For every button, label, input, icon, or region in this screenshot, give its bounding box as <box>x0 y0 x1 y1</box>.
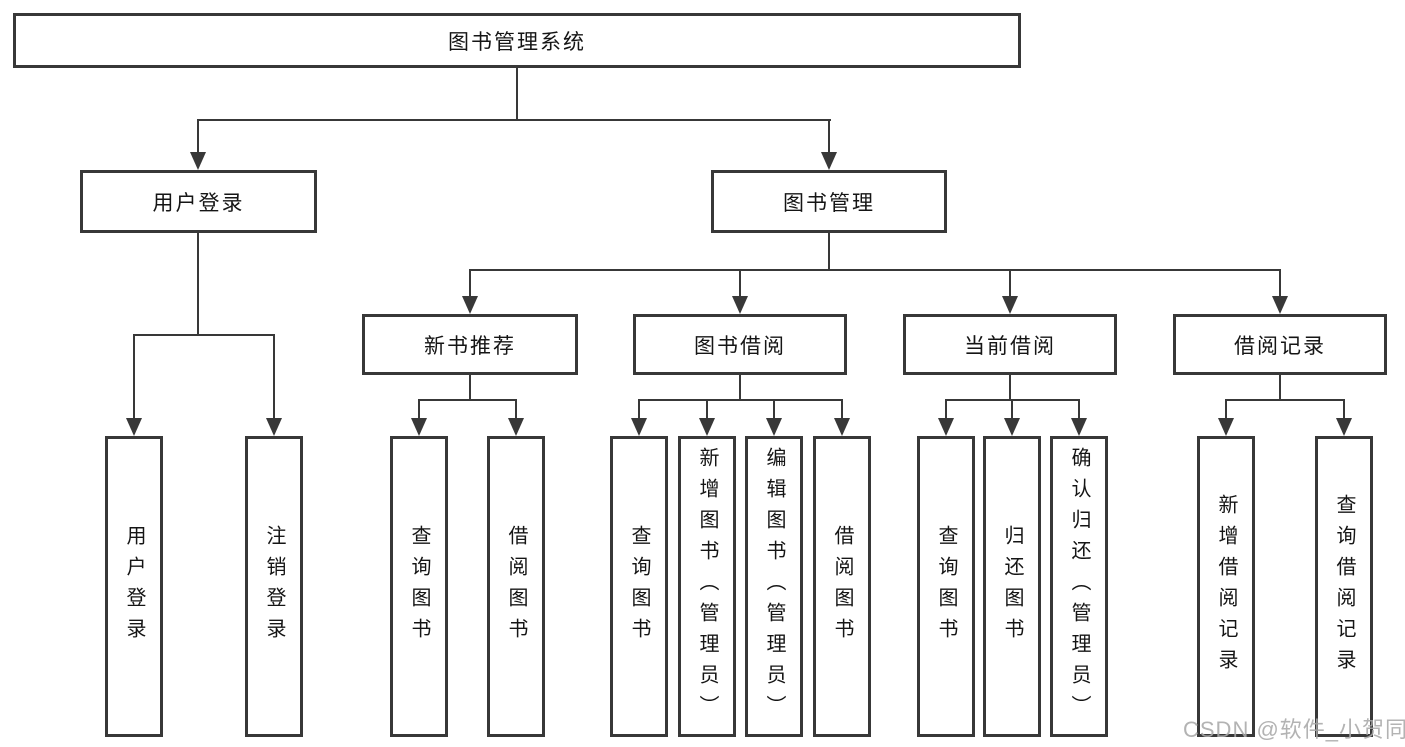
connector-leaf <box>841 400 843 434</box>
arrow-down-icon <box>1272 296 1288 314</box>
node-book-management: 图书管理 <box>711 170 947 233</box>
leaf-label: 注销登录 <box>263 524 285 649</box>
leaf-query-books-recommend: 查询图书 <box>390 436 448 737</box>
leaf-query-books-current: 查询图书 <box>917 436 975 737</box>
connector-leaf <box>638 400 640 434</box>
node-new-book-recommend: 新书推荐 <box>362 314 578 375</box>
connector-to-book-management <box>828 120 830 154</box>
arrow-down-icon <box>508 418 524 436</box>
arrow-down-icon <box>1004 418 1020 436</box>
leaf-label: 新增图书（管理员） <box>696 447 718 726</box>
arrow-down-icon <box>834 418 850 436</box>
connector-root-hbar <box>197 119 831 121</box>
leaf-borrow-books: 借阅图书 <box>813 436 871 737</box>
leaf-confirm-return-admin: 确认归还（管理员） <box>1050 436 1108 737</box>
connector-leaf <box>1343 400 1345 434</box>
leaf-add-books-admin: 新增图书（管理员） <box>678 436 736 737</box>
arrow-down-icon <box>732 296 748 314</box>
connector-leaf <box>1078 400 1080 434</box>
arrow-down-icon <box>411 418 427 436</box>
arrow-down-icon <box>1336 418 1352 436</box>
connector-user-login-hbar <box>133 334 275 336</box>
connector-book-borrow-hbar <box>638 399 843 401</box>
connector-leaf <box>515 400 517 434</box>
leaf-label: 归还图书 <box>1001 524 1023 649</box>
arrow-down-icon <box>699 418 715 436</box>
leaf-label: 确认归还（管理员） <box>1068 447 1090 726</box>
leaf-logout: 注销登录 <box>245 436 303 737</box>
arrow-down-icon <box>190 152 206 170</box>
arrow-down-icon <box>1071 418 1087 436</box>
leaf-label: 编辑图书（管理员） <box>763 447 785 726</box>
arrow-down-icon <box>462 296 478 314</box>
leaf-label: 查询图书 <box>628 524 650 649</box>
connector-user-login-stem <box>197 231 199 335</box>
arrow-down-icon <box>126 418 142 436</box>
connector-leaf <box>1225 400 1227 434</box>
connector-new-book-stem <box>469 373 471 401</box>
connector-root-stem <box>516 66 518 120</box>
connector-book-mgmt-hbar <box>469 269 1281 271</box>
leaf-label: 查询借阅记录 <box>1333 493 1355 680</box>
node-user-login: 用户登录 <box>80 170 317 233</box>
connector-leaf <box>418 400 420 434</box>
leaf-return-books: 归还图书 <box>983 436 1041 737</box>
leaf-query-borrow-record: 查询借阅记录 <box>1315 436 1373 737</box>
connector-leaf <box>945 400 947 434</box>
connector-to-user-login <box>197 120 199 154</box>
leaf-label: 查询图书 <box>935 524 957 649</box>
arrow-down-icon <box>766 418 782 436</box>
connector-to-current-borrow <box>1009 270 1011 312</box>
leaf-borrow-books-recommend: 借阅图书 <box>487 436 545 737</box>
node-book-borrow: 图书借阅 <box>633 314 847 375</box>
leaf-add-borrow-record: 新增借阅记录 <box>1197 436 1255 737</box>
leaf-label: 借阅图书 <box>505 524 527 649</box>
leaf-label: 新增借阅记录 <box>1215 493 1237 680</box>
leaf-edit-books-admin: 编辑图书（管理员） <box>745 436 803 737</box>
connector-leaf <box>706 400 708 434</box>
connector-book-mgmt-stem <box>828 231 830 270</box>
leaf-user-login: 用户登录 <box>105 436 163 737</box>
arrow-down-icon <box>266 418 282 436</box>
connector-borrow-records-hbar <box>1225 399 1345 401</box>
connector-borrow-records-stem <box>1279 373 1281 401</box>
connector-to-borrow-records <box>1279 270 1281 312</box>
node-library-management-system: 图书管理系统 <box>13 13 1021 68</box>
node-current-borrow: 当前借阅 <box>903 314 1117 375</box>
connector-leaf <box>773 400 775 434</box>
leaf-label: 借阅图书 <box>831 524 853 649</box>
connector-leaf <box>1011 400 1013 434</box>
leaf-query-books-borrow: 查询图书 <box>610 436 668 737</box>
arrow-down-icon <box>1002 296 1018 314</box>
connector-to-book-borrow <box>739 270 741 312</box>
csdn-watermark: CSDN @软件_小贺同学 <box>1183 717 1405 742</box>
connector-to-new-book <box>469 270 471 312</box>
connector-current-borrow-stem <box>1009 373 1011 401</box>
leaf-label: 用户登录 <box>123 524 145 649</box>
connector-book-borrow-stem <box>739 373 741 401</box>
arrow-down-icon <box>1218 418 1234 436</box>
connector-new-book-hbar <box>418 399 517 401</box>
arrow-down-icon <box>938 418 954 436</box>
connector-to-leaf-user-login <box>133 335 135 434</box>
connector-to-leaf-logout <box>273 335 275 434</box>
node-borrow-records: 借阅记录 <box>1173 314 1387 375</box>
arrow-down-icon <box>821 152 837 170</box>
leaf-label: 查询图书 <box>408 524 430 649</box>
arrow-down-icon <box>631 418 647 436</box>
